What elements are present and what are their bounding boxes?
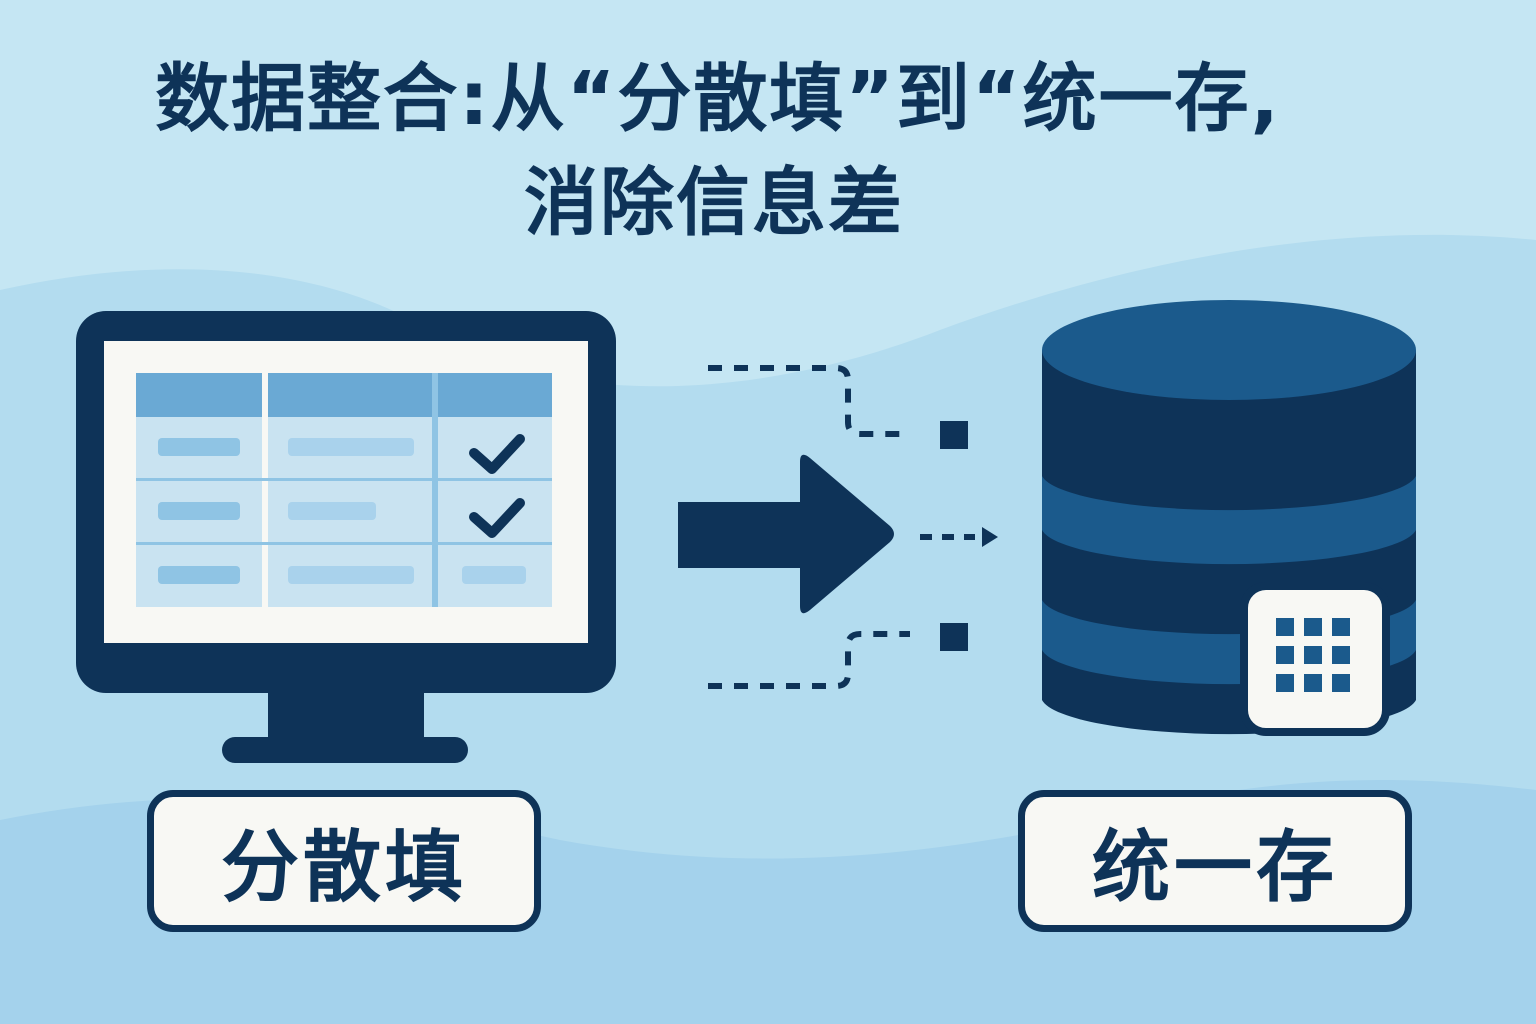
table-column-divider (432, 373, 438, 607)
table-cell-bar (288, 502, 376, 520)
scattered-fill-label: 分散填 (147, 790, 541, 932)
table-row-divider (136, 478, 552, 481)
right-arrow-icon (678, 454, 894, 614)
spreadsheet-table (136, 373, 552, 607)
table-column-divider (262, 373, 268, 607)
scattered-fill-label-text: 分散填 (220, 823, 467, 913)
database-top (1042, 300, 1416, 400)
table-header-row (136, 373, 552, 417)
table-cell-bar (158, 502, 240, 520)
computer-monitor-spreadsheet-icon (76, 311, 616, 763)
data-flow-connector (678, 365, 998, 689)
monitor-neck (268, 691, 424, 743)
connector-node-bottom (940, 623, 968, 651)
table-cell-bar (158, 566, 240, 584)
table-row-divider (136, 542, 552, 545)
page-title-line-1: 数据整合:从“分散填”到“统一存, (155, 56, 1281, 142)
monitor-stand-base (222, 737, 468, 763)
table-cell-bar (288, 566, 414, 584)
checkmark-icon (469, 498, 525, 538)
unified-storage-label: 统一存 (1018, 790, 1412, 932)
table-cell-bar (158, 438, 240, 456)
connector-node-top (940, 421, 968, 449)
table-cell-bar (288, 438, 414, 456)
page-title-line-2: 消除信息差 (524, 160, 904, 246)
table-cell-bar (462, 566, 526, 584)
unified-storage-label-text: 统一存 (1091, 823, 1338, 913)
dotted-connector-bottom (708, 631, 910, 689)
dotted-connector-top (708, 365, 910, 437)
grid-icon (1240, 582, 1390, 736)
dotted-arrowhead (982, 527, 998, 547)
database-grid-icon (1042, 300, 1416, 736)
checkmark-icon (469, 434, 525, 474)
